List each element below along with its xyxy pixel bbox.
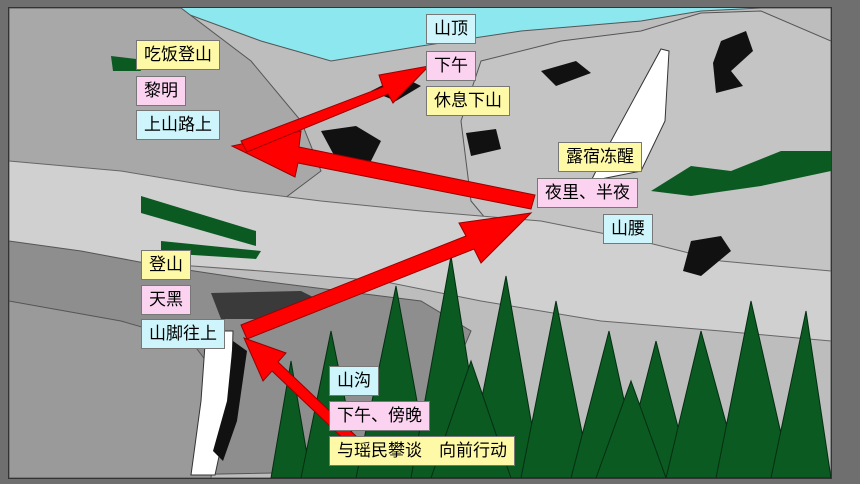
foliage-strip-4 (651, 151, 831, 196)
foothill-place-label: 山脚往上 (141, 319, 225, 349)
mountain-route-diagram: 山顶 下午 休息下山 吃饭登山 黎明 上山路上 露宿冻醒 夜里、半夜 山腰 登山… (8, 7, 832, 479)
upper-trail-place-label: 上山路上 (136, 110, 220, 140)
crevice-4 (713, 31, 753, 93)
arrow-foothill-to-midslope (240, 212, 533, 340)
upper-trail-event-label: 吃饭登山 (136, 40, 220, 70)
mid-slope-place-label: 山腰 (603, 214, 653, 244)
cliff-shadow-waterfall (213, 341, 247, 461)
arrow-upper-to-summit (240, 65, 431, 153)
mid-slope-time-label: 夜里、半夜 (537, 178, 638, 208)
foliage-strip-1 (111, 56, 141, 71)
mid-slope-event-label: 露宿冻醒 (558, 142, 642, 172)
crevice-6 (466, 129, 501, 156)
foothill-event-label: 登山 (141, 250, 191, 280)
foothill-time-label: 天黑 (141, 285, 191, 315)
summit-time-label: 下午 (426, 51, 476, 81)
foliage-strip-2 (141, 196, 256, 246)
ravine-time-label: 下午、傍晚 (329, 401, 430, 431)
ravine-place-label: 山沟 (329, 366, 379, 396)
crevice-3 (541, 61, 591, 86)
ravine-event-label: 与瑶民攀谈 向前行动 (329, 436, 515, 466)
upper-trail-time-label: 黎明 (136, 76, 186, 106)
crevice-5 (683, 236, 731, 276)
crevice-1 (321, 126, 381, 161)
summit-place-label: 山顶 (426, 14, 476, 44)
summit-event-label: 休息下山 (426, 86, 510, 116)
